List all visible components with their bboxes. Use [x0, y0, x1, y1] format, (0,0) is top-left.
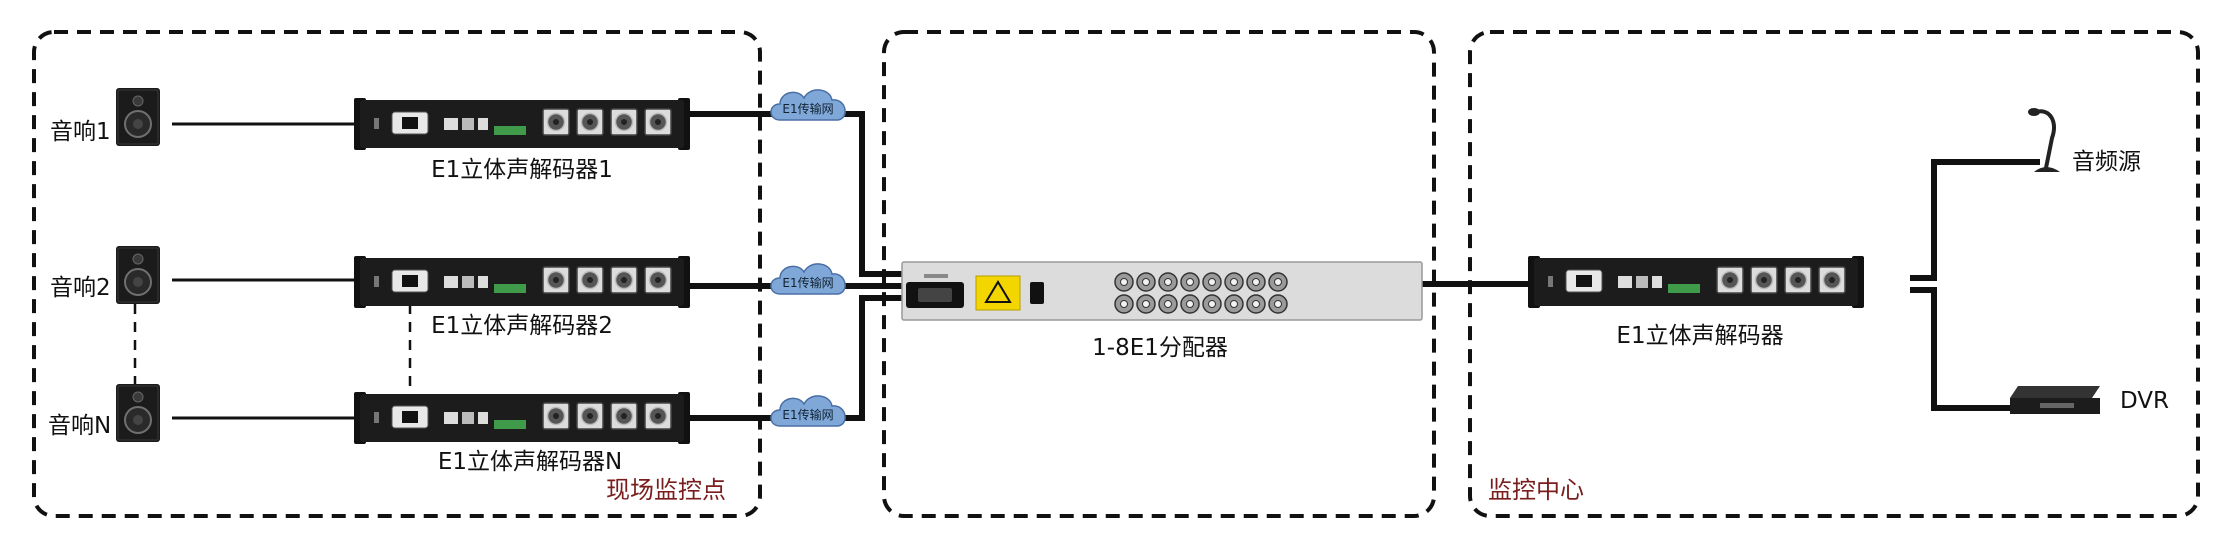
speaker-2-label: 音响2	[50, 275, 111, 301]
decoder-2	[354, 256, 690, 308]
splitter-device	[901, 261, 1423, 321]
splitter-label: 1-8E1分配器	[1092, 335, 1228, 361]
cloud-label-2: E1传输网	[782, 275, 833, 290]
decoder-1	[354, 98, 690, 150]
network-cloud: E1传输网	[770, 263, 846, 295]
decoder-center	[1528, 256, 1864, 308]
speaker-n	[115, 383, 161, 443]
speaker-1-label: 音响1	[50, 119, 111, 145]
decoder-n-label: E1立体声解码器N	[437, 449, 623, 475]
speaker-links	[172, 122, 360, 420]
dvr-device	[2010, 386, 2100, 414]
zone-field-label: 现场监控点	[606, 476, 726, 504]
decoder-2-label: E1立体声解码器2	[431, 313, 613, 339]
audio-source-label: 音频源	[2072, 149, 2141, 175]
network-cloud: E1传输网	[770, 395, 846, 427]
decoder-1-label: E1立体声解码器1	[431, 157, 613, 183]
cloud-label-1: E1传输网	[782, 101, 833, 116]
network-cloud: E1传输网	[770, 89, 846, 121]
dvr-label: DVR	[2120, 388, 2170, 414]
speaker-1	[115, 87, 161, 147]
cloud-label-3: E1传输网	[782, 407, 833, 422]
speaker-n-label: 音响N	[48, 413, 112, 439]
decoder-n	[354, 392, 690, 444]
dashed-links	[133, 304, 412, 386]
decoder-center-label: E1立体声解码器	[1616, 323, 1784, 349]
speaker-2	[115, 245, 161, 305]
zone-center-label: 监控中心	[1488, 476, 1584, 504]
microphone-icon	[2028, 108, 2060, 172]
